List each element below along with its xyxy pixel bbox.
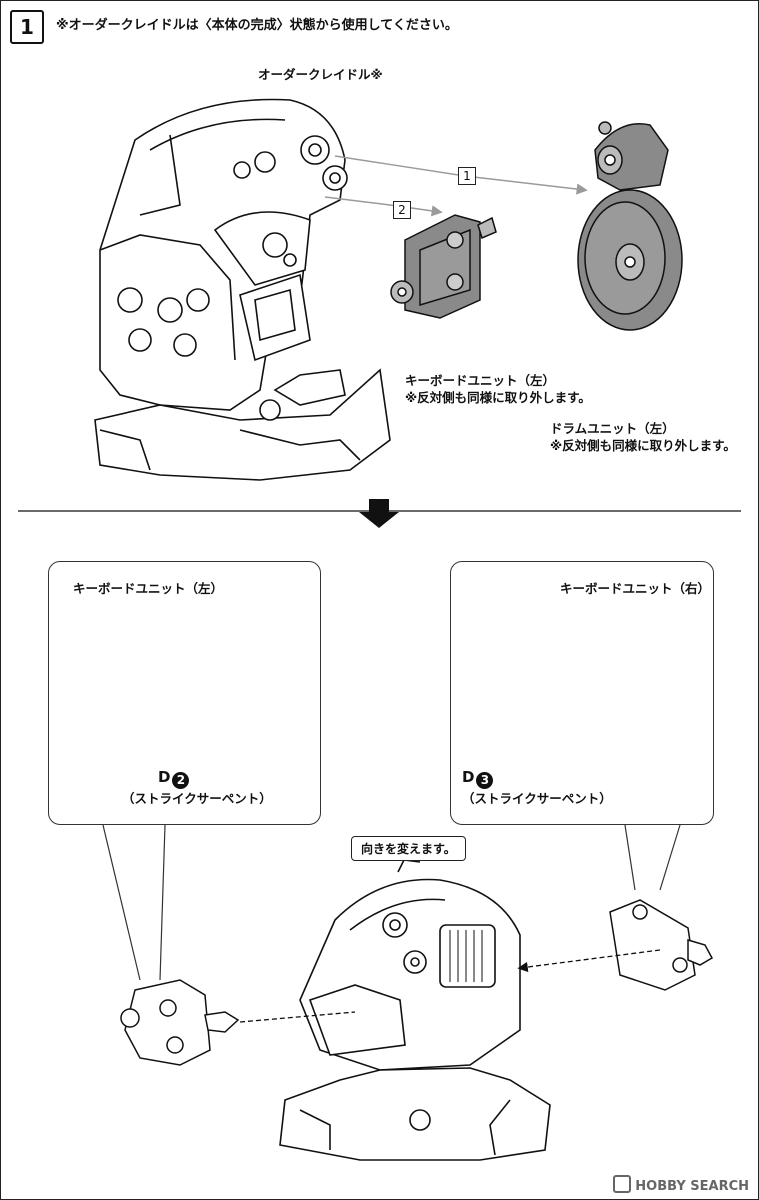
right-callout-title: キーボードユニット（右） <box>560 581 711 596</box>
drum-unit-left-title: ドラムユニット（左） <box>550 421 675 436</box>
direction-hint: 向きを変えます。 <box>351 836 466 861</box>
order-cradle-drawing <box>94 98 391 481</box>
watermark-text: HOBBY SEARCH <box>635 1179 749 1194</box>
watermark: HOBBY SEARCH <box>613 1175 749 1194</box>
arrow-1-number: 1 <box>458 167 476 185</box>
right-part-name: （ストライクサーペント） <box>462 791 612 806</box>
left-callout-title: キーボードユニット（左） <box>73 581 224 596</box>
keyboard-unit-left-note: ※反対側も同様に取り外します。 <box>405 390 591 405</box>
removed-left-keyboard-drawing <box>120 979 240 1066</box>
right-part-number: 3 <box>476 771 494 789</box>
step-note: ※オーダークレイドルは〈本体の完成〉状態から使用してください。 <box>56 18 458 33</box>
left-part-name: （ストライクサーペント） <box>122 791 272 806</box>
left-part-letter: D <box>158 768 171 786</box>
step-number: 1 <box>20 15 34 39</box>
cradle-rotated-drawing <box>279 859 551 1161</box>
keyboard-unit-left-title: キーボードユニット（左） <box>405 373 556 388</box>
removed-right-keyboard-drawing <box>609 899 714 991</box>
drum-unit-left-note: ※反対側も同様に取り外します。 <box>550 438 736 453</box>
right-part-letter: D <box>462 768 475 786</box>
arrow-2-number: 2 <box>393 201 411 219</box>
right-keyboard-callout <box>450 561 714 825</box>
left-part-number: 2 <box>172 771 190 789</box>
order-cradle-label: オーダークレイドル※ <box>258 67 383 82</box>
step-number-box: 1 <box>10 10 44 44</box>
watermark-logo-icon <box>613 1175 632 1193</box>
keyboard-unit-drawing <box>390 214 497 319</box>
drum-unit-drawing <box>577 121 683 331</box>
